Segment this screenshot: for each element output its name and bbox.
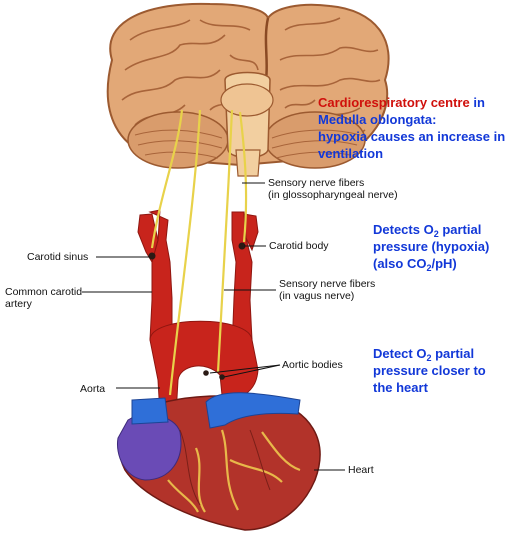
label-sensory-glosso-1: Sensory nerve fibers xyxy=(268,177,364,189)
svg-text:Cardiorespiratory centre in: Cardiorespiratory centre in xyxy=(318,95,485,110)
label-carotid-sinus: Carotid sinus xyxy=(27,251,88,263)
left-carotid-branch xyxy=(137,213,159,264)
note-aortic-line3: the heart xyxy=(373,380,429,395)
note-carotid-detection: Detects O2 partial pressure (hypoxia) (a… xyxy=(373,222,489,273)
note-aortic-detection: Detect O2 partial pressure closer to the… xyxy=(373,346,486,395)
vagus-nerve-left xyxy=(168,109,202,396)
label-sensory-glosso-2: (in glossopharyngeal nerve) xyxy=(268,189,398,201)
note-aortic-line2: pressure closer to xyxy=(373,363,486,378)
note-aortic-l1a: Detect O xyxy=(373,346,426,361)
heart-illustration xyxy=(116,392,321,531)
note-carotid-sub1: 2 xyxy=(434,229,439,239)
cerebellum-folia xyxy=(134,129,361,159)
svg-text:Detects O2 partial: Detects O2 partial xyxy=(373,222,481,239)
note-carotid-l1b: partial xyxy=(439,222,482,237)
label-sensory-vagus-1: Sensory nerve fibers xyxy=(279,278,375,290)
aortic-body-marker-2 xyxy=(219,374,225,380)
label-aortic-bodies: Aortic bodies xyxy=(282,359,343,371)
pulmonary-trunk xyxy=(205,392,301,429)
label-sensory-vagus-2: (in vagus nerve) xyxy=(279,290,354,302)
svg-text:(also CO2/pH): (also CO2/pH) xyxy=(373,256,457,273)
brain-illustration xyxy=(106,2,390,177)
note-centre-red: Cardiorespiratory centre xyxy=(318,95,470,110)
note-carotid-l3b: /pH) xyxy=(431,256,456,271)
label-heart: Heart xyxy=(348,464,374,476)
note-aortic-sub1: 2 xyxy=(426,353,431,363)
arteries xyxy=(137,209,259,416)
heart-shading xyxy=(179,429,271,506)
note-centre-line2: Medulla oblongata: xyxy=(318,112,436,127)
note-aortic-l1b: partial xyxy=(431,346,474,361)
glossopharyngeal-nerve-left xyxy=(150,109,184,249)
label-common-carotid-2: artery xyxy=(5,298,33,310)
note-carotid-l1a: Detects O xyxy=(373,222,434,237)
note-carotid-sub3: 2 xyxy=(426,263,431,273)
label-carotid-body: Carotid body xyxy=(269,240,329,252)
note-carotid-l3a: (also CO xyxy=(373,256,426,271)
superior-vena-cava xyxy=(131,397,169,425)
carotid-sinus-marker xyxy=(148,252,156,260)
note-centre-line4: ventilation xyxy=(318,146,383,161)
coronary-vessels xyxy=(167,429,301,513)
glossopharyngeal-nerve-right xyxy=(238,111,248,243)
pons xyxy=(220,83,274,117)
vagus-nerve-right xyxy=(216,109,234,373)
label-common-carotid-1: Common carotid xyxy=(5,286,82,298)
leader-lines xyxy=(82,182,345,471)
cerebellum-left xyxy=(127,111,229,169)
svg-text:Detect O2 partial: Detect O2 partial xyxy=(373,346,474,363)
carotid-body-marker xyxy=(238,242,246,250)
aortic-body-marker-1 xyxy=(203,370,209,376)
note-cardiorespiratory-centre: Cardiorespiratory centre in Medulla oblo… xyxy=(318,95,505,161)
label-aorta: Aorta xyxy=(80,383,105,395)
note-carotid-line2: pressure (hypoxia) xyxy=(373,239,489,254)
note-centre-line3: hypoxia causes an increase in xyxy=(318,129,505,144)
note-centre-in: in xyxy=(470,95,485,110)
spinal-cord xyxy=(235,149,261,177)
sensory-nerves xyxy=(150,109,248,396)
